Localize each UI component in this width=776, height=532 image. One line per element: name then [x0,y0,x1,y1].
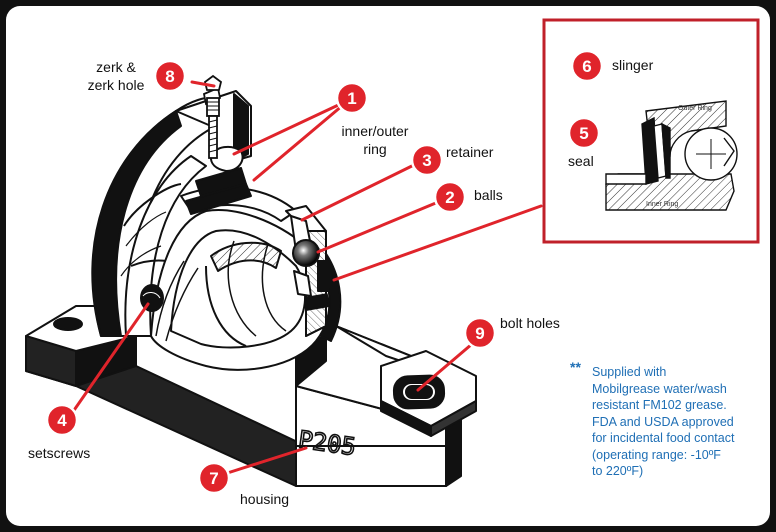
callout-badge-4: 4 [45,403,79,437]
svg-text:6: 6 [582,57,591,76]
svg-text:9: 9 [475,324,484,343]
callout-badge-1: 1 [335,81,369,115]
label-seal: seal [568,153,594,169]
label-slinger: slinger [612,57,654,73]
grease-note: ** Supplied with Mobilgrease water/wash … [570,359,770,480]
callout-badge-8: 8 [153,59,187,93]
callout-badge-3: 3 [410,143,444,177]
callout-badge-5: 5 [567,116,601,150]
svg-text:3: 3 [422,151,431,170]
zerk-fitting [202,74,223,159]
note-line: Supplied with [592,365,667,379]
diagram-frame: P205 Outer Ri [6,6,770,526]
note-line: Mobilgrease water/wash [592,381,727,396]
note-marker: ** [570,359,581,375]
label-inner-outer-line2: ring [363,141,387,157]
svg-text:2: 2 [445,188,454,207]
svg-text:1: 1 [347,89,356,108]
inset-inner-ring-label: Inner Ring [646,201,678,208]
ball [292,239,320,267]
callout-badge-9: 9 [463,316,497,350]
label-bolt-holes: bolt holes [500,315,560,331]
bearing-illustration: P205 Outer Ri [25,18,760,495]
label-zerk-line2: zerk hole [87,77,145,93]
svg-text:4: 4 [57,411,67,430]
callout-badges: 8 1 3 2 6 5 9 4 [45,49,604,495]
svg-text:8: 8 [165,67,174,86]
svg-text:7: 7 [209,469,218,488]
note-line: to 220ºF) [592,464,644,478]
label-retainer: retainer [446,144,494,160]
callout-badge-2: 2 [433,180,467,214]
label-zerk: zerk & zerk hole [78,58,154,94]
housing-base [25,305,477,487]
label-zerk-line1: zerk & [96,59,136,75]
callout-badge-6: 6 [570,49,604,83]
label-inner-outer-line1: inner/outer [341,123,409,139]
note-line: FDA and USDA approved [592,414,734,429]
label-inner-outer-ring: inner/outer ring [332,122,418,158]
label-setscrews: setscrews [28,445,91,461]
label-balls: balls [474,187,503,203]
note-line: for incidental food contact [592,431,735,445]
label-housing: housing [240,491,290,507]
note-line: resistant FM102 grease. [592,398,727,412]
callout-badge-7: 7 [197,461,231,495]
left-bolt-hole [53,317,83,331]
inset-outer-ring-label: Outer Ring [678,105,712,112]
note-line: (operating range: -10ºF [592,447,721,462]
svg-text:5: 5 [579,124,588,143]
